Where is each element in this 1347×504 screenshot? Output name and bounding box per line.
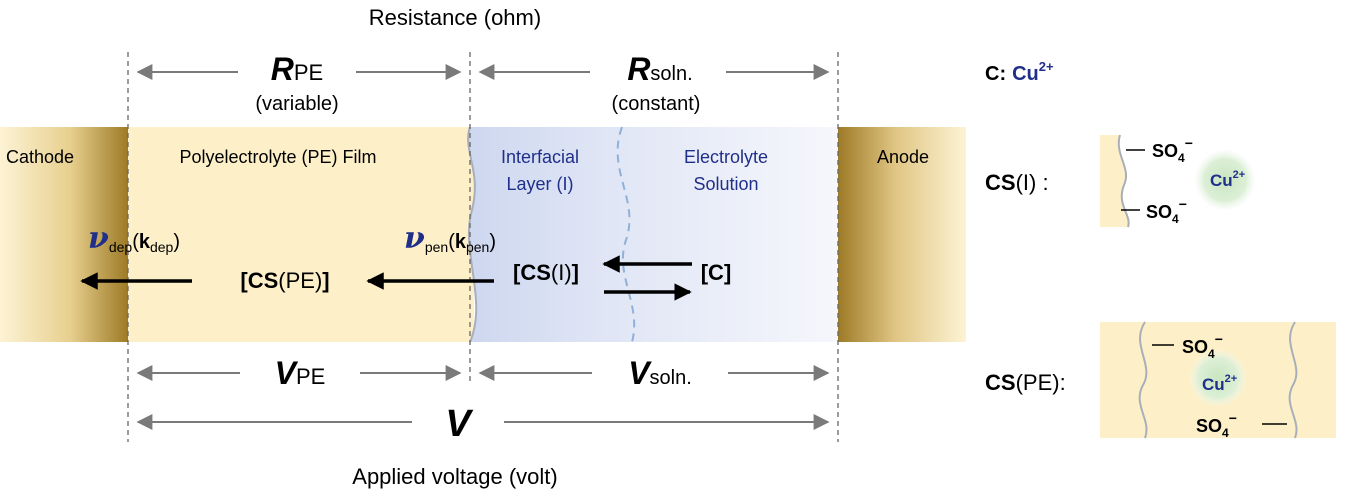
v-dep-label: νdep(kdep) bbox=[88, 221, 180, 256]
cs-i-species: [CS(I)] bbox=[513, 260, 579, 285]
legend-cs-i-illustration bbox=[1100, 134, 1278, 228]
cathode-electrode bbox=[0, 127, 128, 342]
vsoln-label: Vsoln. bbox=[628, 355, 692, 391]
legend-cs-pe-illustration bbox=[1100, 321, 1336, 439]
legend-cs-i-sulfate-bottom: SO4− bbox=[1146, 196, 1187, 226]
anode-electrode bbox=[838, 127, 966, 342]
legend-cs-i-interface bbox=[1117, 134, 1130, 228]
interfacial-label-line1: Interfacial bbox=[501, 147, 579, 167]
rpe-note: (variable) bbox=[255, 93, 338, 115]
legend-cs-i-ion: Cu2+ bbox=[1210, 169, 1245, 190]
legend-cs-pe-ion: Cu2+ bbox=[1202, 373, 1237, 394]
electrolyte-label-line2: Solution bbox=[693, 174, 758, 194]
v-total-label: V bbox=[445, 403, 473, 445]
vpe-label: VPE bbox=[275, 355, 326, 391]
interfacial-label-line2: Layer (I) bbox=[506, 174, 573, 194]
legend-cs-pe-ion-glow bbox=[1190, 350, 1246, 406]
pe-film-label: Polyelectrolyte (PE) Film bbox=[179, 147, 376, 167]
legend-cs-pe-label: CS(PE): bbox=[985, 370, 1066, 395]
rsoln-note: (constant) bbox=[612, 93, 701, 115]
resistance-title: Resistance (ohm) bbox=[369, 5, 541, 30]
v-pen-label: νpen(kpen) bbox=[404, 221, 496, 256]
legend-cs-i-sulfate-top: SO4− bbox=[1152, 135, 1193, 165]
legend-cs-pe-sulfate-top: SO4− bbox=[1182, 331, 1223, 361]
legend-cs-i-ion-glow bbox=[1195, 150, 1255, 210]
legend-c-definition: C:Cu2+ bbox=[985, 59, 1054, 85]
cs-pe-species: [CS(PE)] bbox=[240, 268, 329, 293]
legend-cs-pe-sulfate-bottom: SO4− bbox=[1196, 410, 1237, 440]
solution-band bbox=[468, 127, 838, 342]
rpe-label: RPE bbox=[271, 51, 323, 87]
c-species: [C] bbox=[701, 260, 732, 285]
voltage-title: Applied voltage (volt) bbox=[352, 464, 557, 489]
cathode-label: Cathode bbox=[6, 147, 74, 167]
legend-cs-i-label: CS(I) : bbox=[985, 170, 1049, 195]
pe-film-band bbox=[128, 127, 474, 342]
anode-label: Anode bbox=[877, 147, 929, 167]
rsoln-label: Rsoln. bbox=[627, 51, 692, 87]
interfacial-layer-boundary bbox=[616, 126, 636, 343]
electrolyte-label-line1: Electrolyte bbox=[684, 147, 768, 167]
